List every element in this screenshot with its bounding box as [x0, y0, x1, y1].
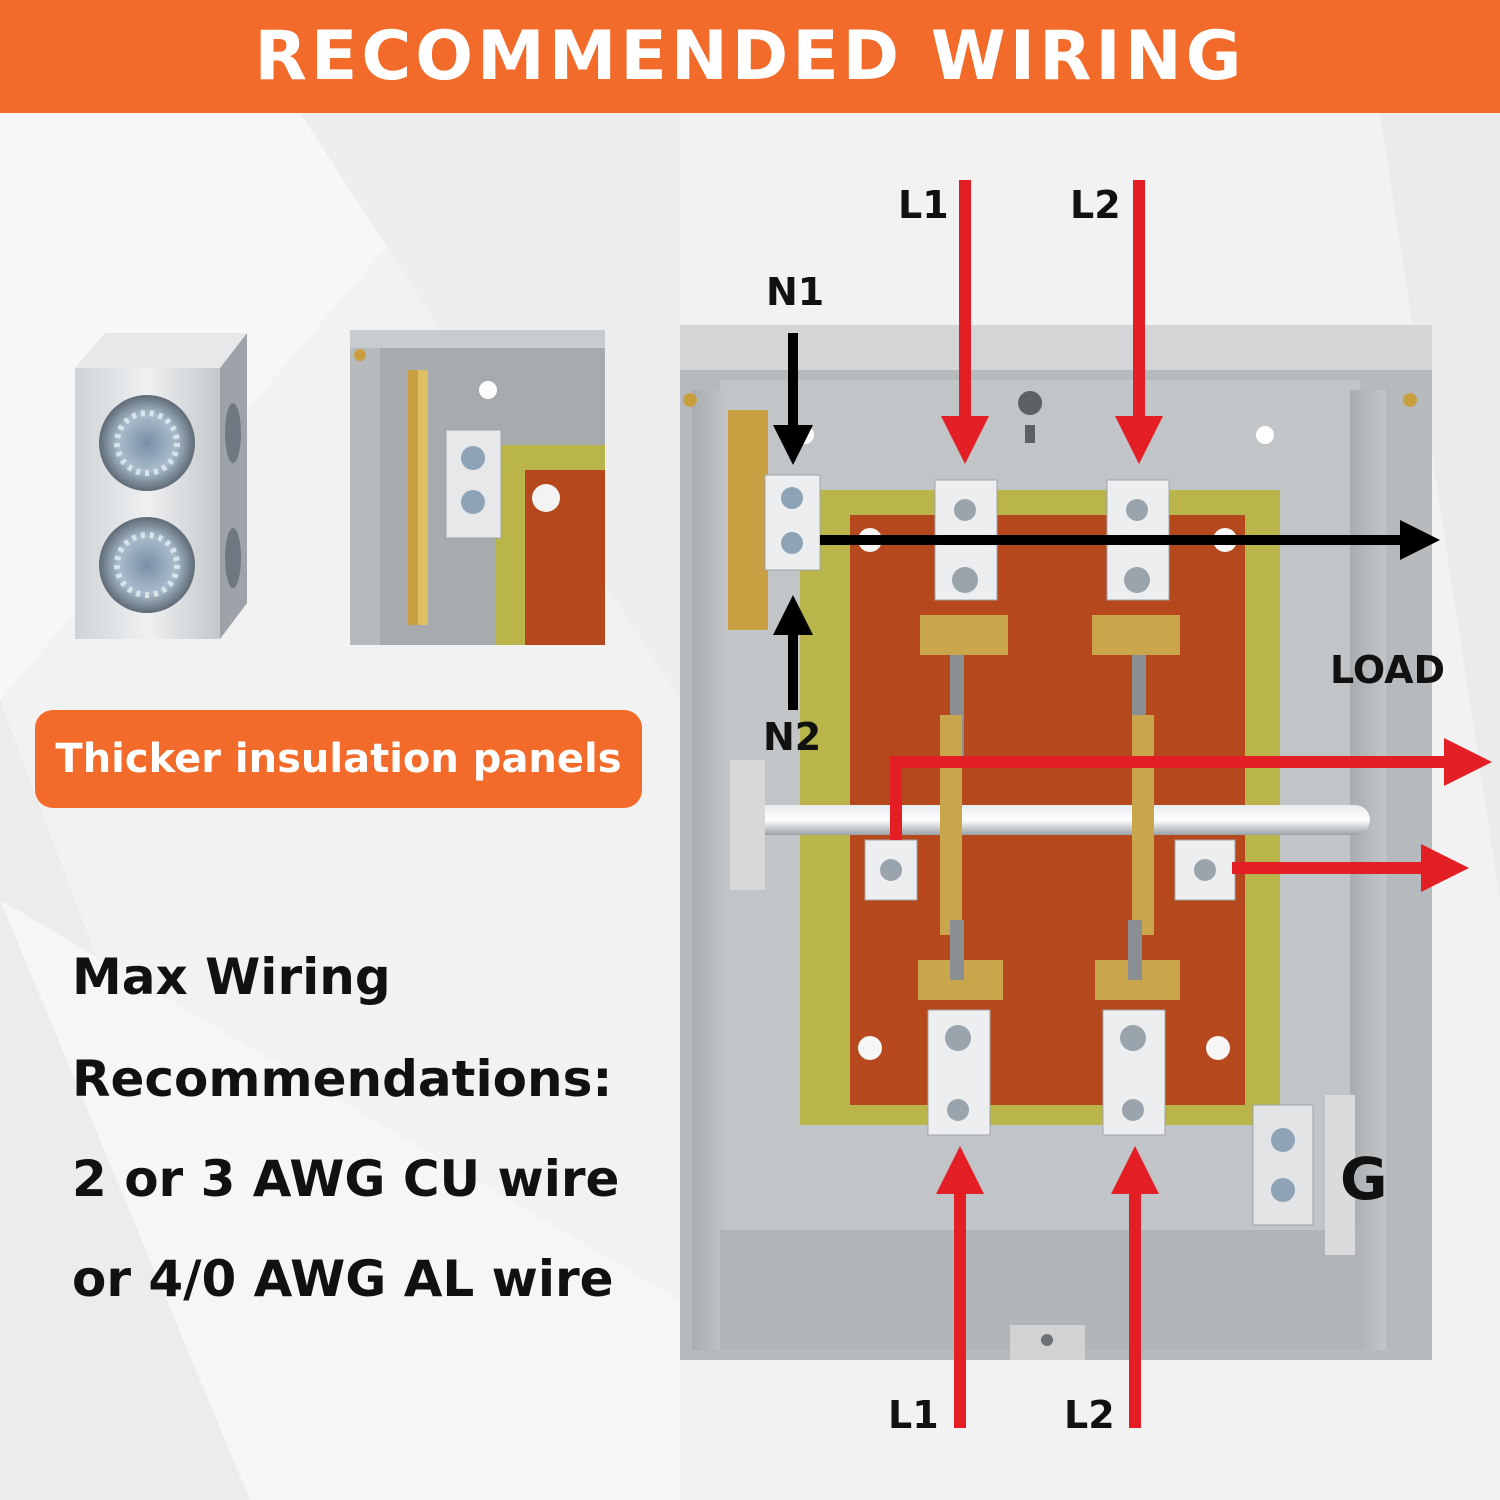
label-load: LOAD	[1330, 648, 1446, 692]
neutral-bar-inset-photo	[350, 330, 605, 645]
line-lug-l2-bottom	[1095, 920, 1180, 1136]
spec-line-3: 2 or 3 AWG CU wire	[72, 1150, 620, 1208]
bypass-handle-bar	[750, 805, 1370, 835]
line-lug-l1-bottom	[918, 920, 1003, 1136]
label-l1-bottom: L1	[888, 1393, 939, 1437]
meter-socket-enclosure	[680, 325, 1432, 1360]
line-lug-l2-top	[1092, 479, 1180, 765]
spec-line-2: Recommendations:	[72, 1050, 613, 1108]
insulation-callout: Thicker insulation panels	[35, 710, 642, 808]
label-n2: N2	[763, 715, 822, 759]
label-l1-top: L1	[898, 183, 949, 227]
ground-lug	[1252, 1104, 1314, 1226]
neutral-bar	[728, 410, 768, 630]
label-l2-top: L2	[1070, 183, 1121, 227]
spec-line-4: or 4/0 AWG AL wire	[72, 1250, 614, 1308]
neutral-lug-photo	[75, 333, 247, 639]
page-title: RECOMMENDED WIRING	[254, 17, 1246, 96]
label-n1: N1	[766, 270, 825, 314]
arrow-load-l1	[890, 738, 1492, 840]
header-banner: RECOMMENDED WIRING	[0, 0, 1500, 113]
label-ground: G	[1340, 1145, 1388, 1213]
spec-line-1: Max Wiring	[72, 948, 391, 1006]
label-l2-bottom: L2	[1064, 1393, 1115, 1437]
callout-text: Thicker insulation panels	[55, 736, 622, 782]
